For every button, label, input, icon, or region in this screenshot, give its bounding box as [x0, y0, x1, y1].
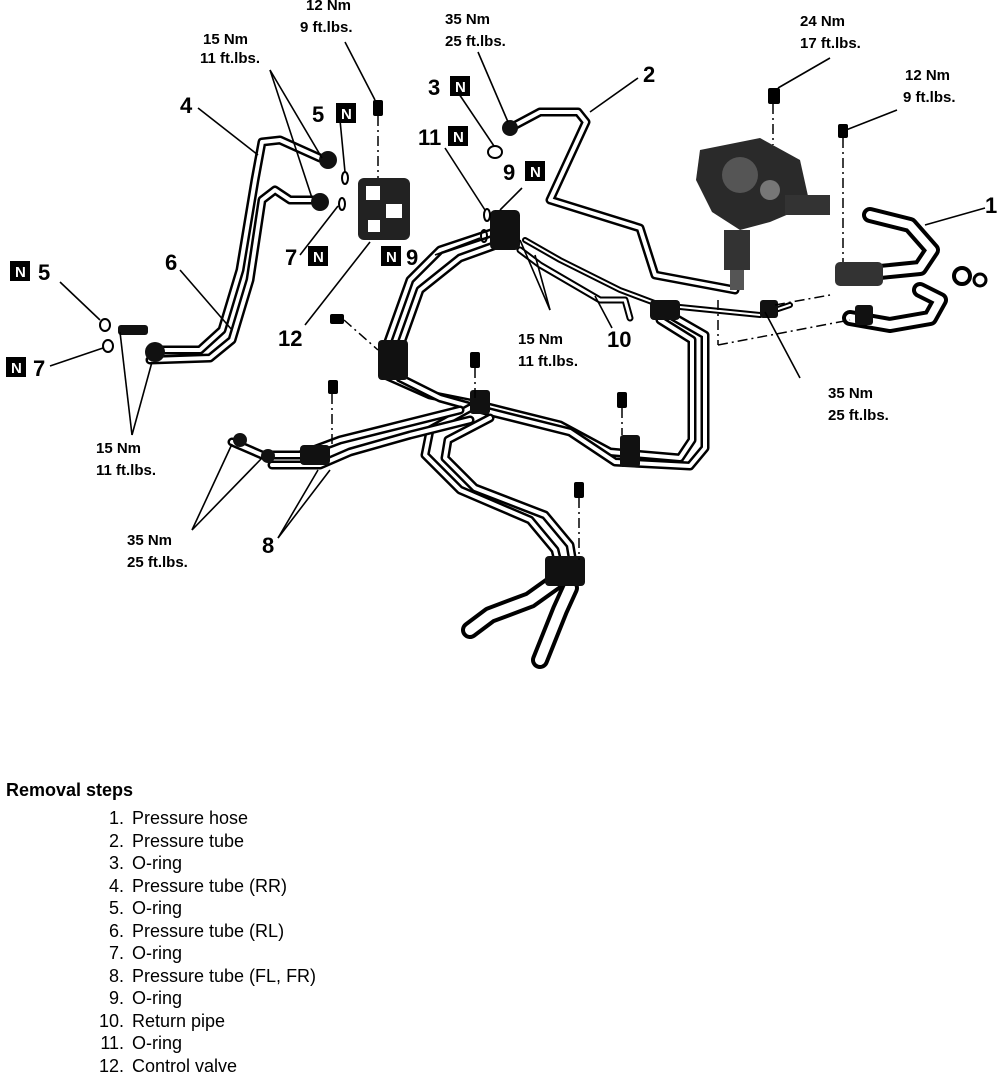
n-marker-5-left: N [10, 261, 30, 281]
svg-text:15 Nm: 15 Nm [96, 440, 141, 457]
alignment-lines [331, 104, 851, 560]
fittings [118, 120, 873, 586]
pressure-tube-2 [505, 107, 740, 295]
torque-35nm-right: 35 Nm 25 ft.lbs. [828, 385, 889, 424]
pressure-tube-rl [145, 185, 323, 365]
step-item: 4.Pressure tube (RR) [108, 875, 288, 896]
svg-text:25 ft.lbs.: 25 ft.lbs. [127, 554, 188, 571]
callout-3: 3 [428, 75, 440, 100]
svg-text:35 Nm: 35 Nm [445, 11, 490, 28]
torque-35nm-left: 35 Nm 25 ft.lbs. [127, 532, 188, 571]
svg-text:N: N [386, 249, 397, 266]
front-hoses [461, 571, 579, 669]
svg-text:11 ft.lbs.: 11 ft.lbs. [96, 462, 156, 479]
n-marker-5-top: N [336, 103, 356, 123]
step-item: 6.Pressure tube (RL) [108, 920, 285, 941]
svg-text:N: N [313, 249, 324, 266]
step-item: 10.Return pipe [98, 1010, 226, 1031]
n-marker-9-top: N [525, 161, 545, 181]
control-valve [358, 178, 410, 240]
svg-text:17 ft.lbs.: 17 ft.lbs. [800, 35, 861, 52]
callout-8: 8 [262, 533, 274, 558]
svg-text:24 Nm: 24 Nm [800, 13, 845, 30]
torque-15nm-left: 15 Nm 11 ft.lbs. [96, 440, 156, 479]
torque-12nm-valve: 12 Nm 9 ft.lbs. [300, 0, 353, 36]
callout-1: 1 [985, 193, 997, 218]
brake-pressure-line-diagram: 1 2 3 4 5 5 6 7 7 8 9 9 10 11 12 N N N N… [6, 0, 997, 669]
svg-text:15 Nm: 15 Nm [518, 331, 563, 348]
svg-text:25 ft.lbs.: 25 ft.lbs. [828, 407, 889, 424]
callout-numbers: 1 2 3 4 5 5 6 7 7 8 9 9 10 11 12 [33, 62, 997, 558]
n-marker-11: N [448, 126, 468, 146]
svg-text:35 Nm: 35 Nm [828, 385, 873, 402]
n-markers: N N N N N N N N [6, 76, 545, 377]
pressure-hose-1 [842, 207, 948, 333]
front-tube-bundle [227, 225, 710, 580]
step-item: 11.O-ring [100, 1033, 183, 1053]
hose-valve-body [835, 262, 988, 288]
svg-text:12 Nm: 12 Nm [905, 67, 950, 84]
callout-9-top: 9 [503, 160, 515, 185]
step-item: 9.O-ring [108, 988, 183, 1008]
pressure-tube-rr [145, 135, 325, 355]
callout-2: 2 [643, 62, 655, 87]
svg-text:9 ft.lbs.: 9 ft.lbs. [903, 89, 956, 106]
torque-24nm: 24 Nm 17 ft.lbs. [800, 13, 861, 52]
step-item: 7.O-ring [108, 943, 183, 963]
tube-group [145, 107, 948, 669]
svg-text:N: N [455, 79, 466, 96]
hydraulic-unit [696, 138, 830, 290]
svg-text:9 ft.lbs.: 9 ft.lbs. [300, 19, 353, 36]
step-item: 12.Control valve [98, 1055, 238, 1076]
svg-text:11 ft.lbs.: 11 ft.lbs. [200, 50, 260, 67]
n-marker-3: N [450, 76, 470, 96]
torque-specs: 15 Nm 11 ft.lbs. 12 Nm 9 ft.lbs. 35 Nm 2… [96, 0, 956, 571]
svg-text:N: N [530, 164, 541, 181]
callout-5-left: 5 [38, 260, 50, 285]
mounting-bolts [328, 88, 848, 498]
svg-text:N: N [341, 106, 352, 123]
n-marker-7-mid: N [308, 246, 328, 266]
removal-steps: Removal steps 1.Pressure hose 2.Pressure… [6, 780, 606, 1077]
svg-text:N: N [453, 129, 464, 146]
callout-10: 10 [607, 327, 631, 352]
callout-7-mid: 7 [285, 245, 297, 270]
n-marker-9-mid: N [381, 246, 401, 266]
removal-steps-list: 1.Pressure hose 2.Pressure tube 3.O-ring… [6, 807, 606, 1077]
torque-15nm-rear: 15 Nm 11 ft.lbs. [200, 31, 260, 67]
step-item: 8.Pressure tube (FL, FR) [108, 965, 317, 986]
svg-text:N: N [11, 360, 22, 377]
svg-text:25 ft.lbs.: 25 ft.lbs. [445, 33, 506, 50]
svg-text:15 Nm: 15 Nm [203, 31, 248, 48]
step-item: 3.O-ring [108, 853, 183, 873]
step-item: 1.Pressure hose [108, 808, 249, 828]
svg-text:11 ft.lbs.: 11 ft.lbs. [518, 353, 578, 370]
callout-9-mid: 9 [406, 245, 418, 270]
callout-5-top: 5 [312, 102, 324, 127]
svg-text:N: N [15, 264, 26, 281]
step-item: 5.O-ring [108, 898, 183, 918]
leader-lines [49, 41, 986, 539]
callout-4: 4 [180, 93, 193, 118]
torque-15nm-center: 15 Nm 11 ft.lbs. [518, 331, 578, 370]
n-marker-7-left: N [6, 357, 26, 377]
removal-steps-heading: Removal steps [6, 780, 134, 800]
callout-11: 11 [418, 125, 441, 150]
svg-text:12 Nm: 12 Nm [306, 0, 351, 14]
torque-35nm-top: 35 Nm 25 ft.lbs. [445, 11, 506, 50]
callout-12: 12 [278, 326, 302, 351]
step-item: 2.Pressure tube [108, 830, 245, 851]
torque-12nm-right: 12 Nm 9 ft.lbs. [903, 67, 956, 106]
callout-6: 6 [165, 250, 177, 275]
svg-text:35 Nm: 35 Nm [127, 532, 172, 549]
callout-7-left: 7 [33, 356, 45, 381]
